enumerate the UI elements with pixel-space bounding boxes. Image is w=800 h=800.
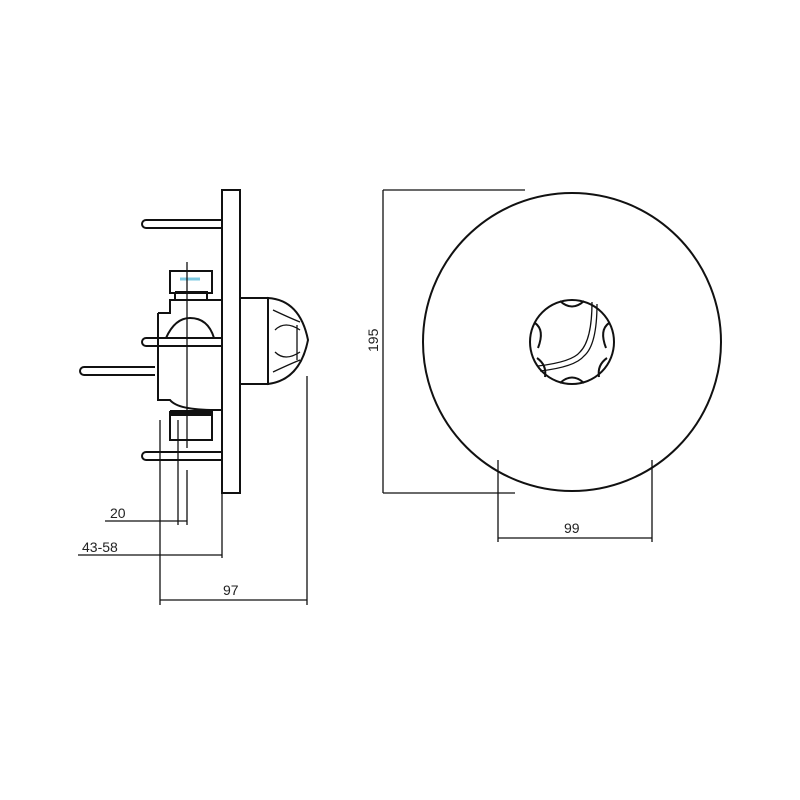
- side-view: [79, 189, 310, 494]
- dim-label-195: 195: [365, 328, 381, 352]
- grip-notch: [559, 300, 585, 308]
- rod-top: [141, 219, 222, 229]
- valve-body: [157, 299, 222, 411]
- rod-bottom: [141, 451, 222, 461]
- front-view: [422, 192, 722, 492]
- dim-195: 195: [365, 189, 525, 494]
- top-nut: [169, 270, 213, 294]
- dim-43-58: 43-58: [78, 420, 223, 605]
- grip-notch: [597, 357, 608, 378]
- grip-notch: [536, 357, 547, 378]
- grip-notch: [534, 322, 542, 349]
- knob-base: [240, 297, 269, 385]
- knob-lever: [537, 301, 593, 367]
- dim-20: 20: [105, 420, 188, 525]
- wall-plate: [221, 189, 241, 494]
- dim-99: 99: [497, 460, 653, 542]
- cover-plate: [422, 192, 722, 492]
- dim-label-20: 20: [110, 505, 126, 521]
- thread: [170, 410, 212, 416]
- bottom-nut: [169, 411, 213, 441]
- knob-lever: [539, 303, 598, 372]
- dim-label-99: 99: [564, 520, 580, 536]
- grip-notch: [602, 322, 610, 349]
- dim-97: 97: [160, 376, 308, 605]
- knob-grip: [272, 309, 301, 373]
- rod-inlet: [79, 366, 155, 376]
- knob: [529, 299, 615, 385]
- grip-notch: [559, 376, 585, 384]
- rod-middle: [141, 337, 222, 347]
- dim-label-43-58: 43-58: [82, 539, 118, 555]
- dim-label-97: 97: [223, 582, 239, 598]
- body-dome: [165, 316, 215, 339]
- knob-cap: [267, 296, 310, 386]
